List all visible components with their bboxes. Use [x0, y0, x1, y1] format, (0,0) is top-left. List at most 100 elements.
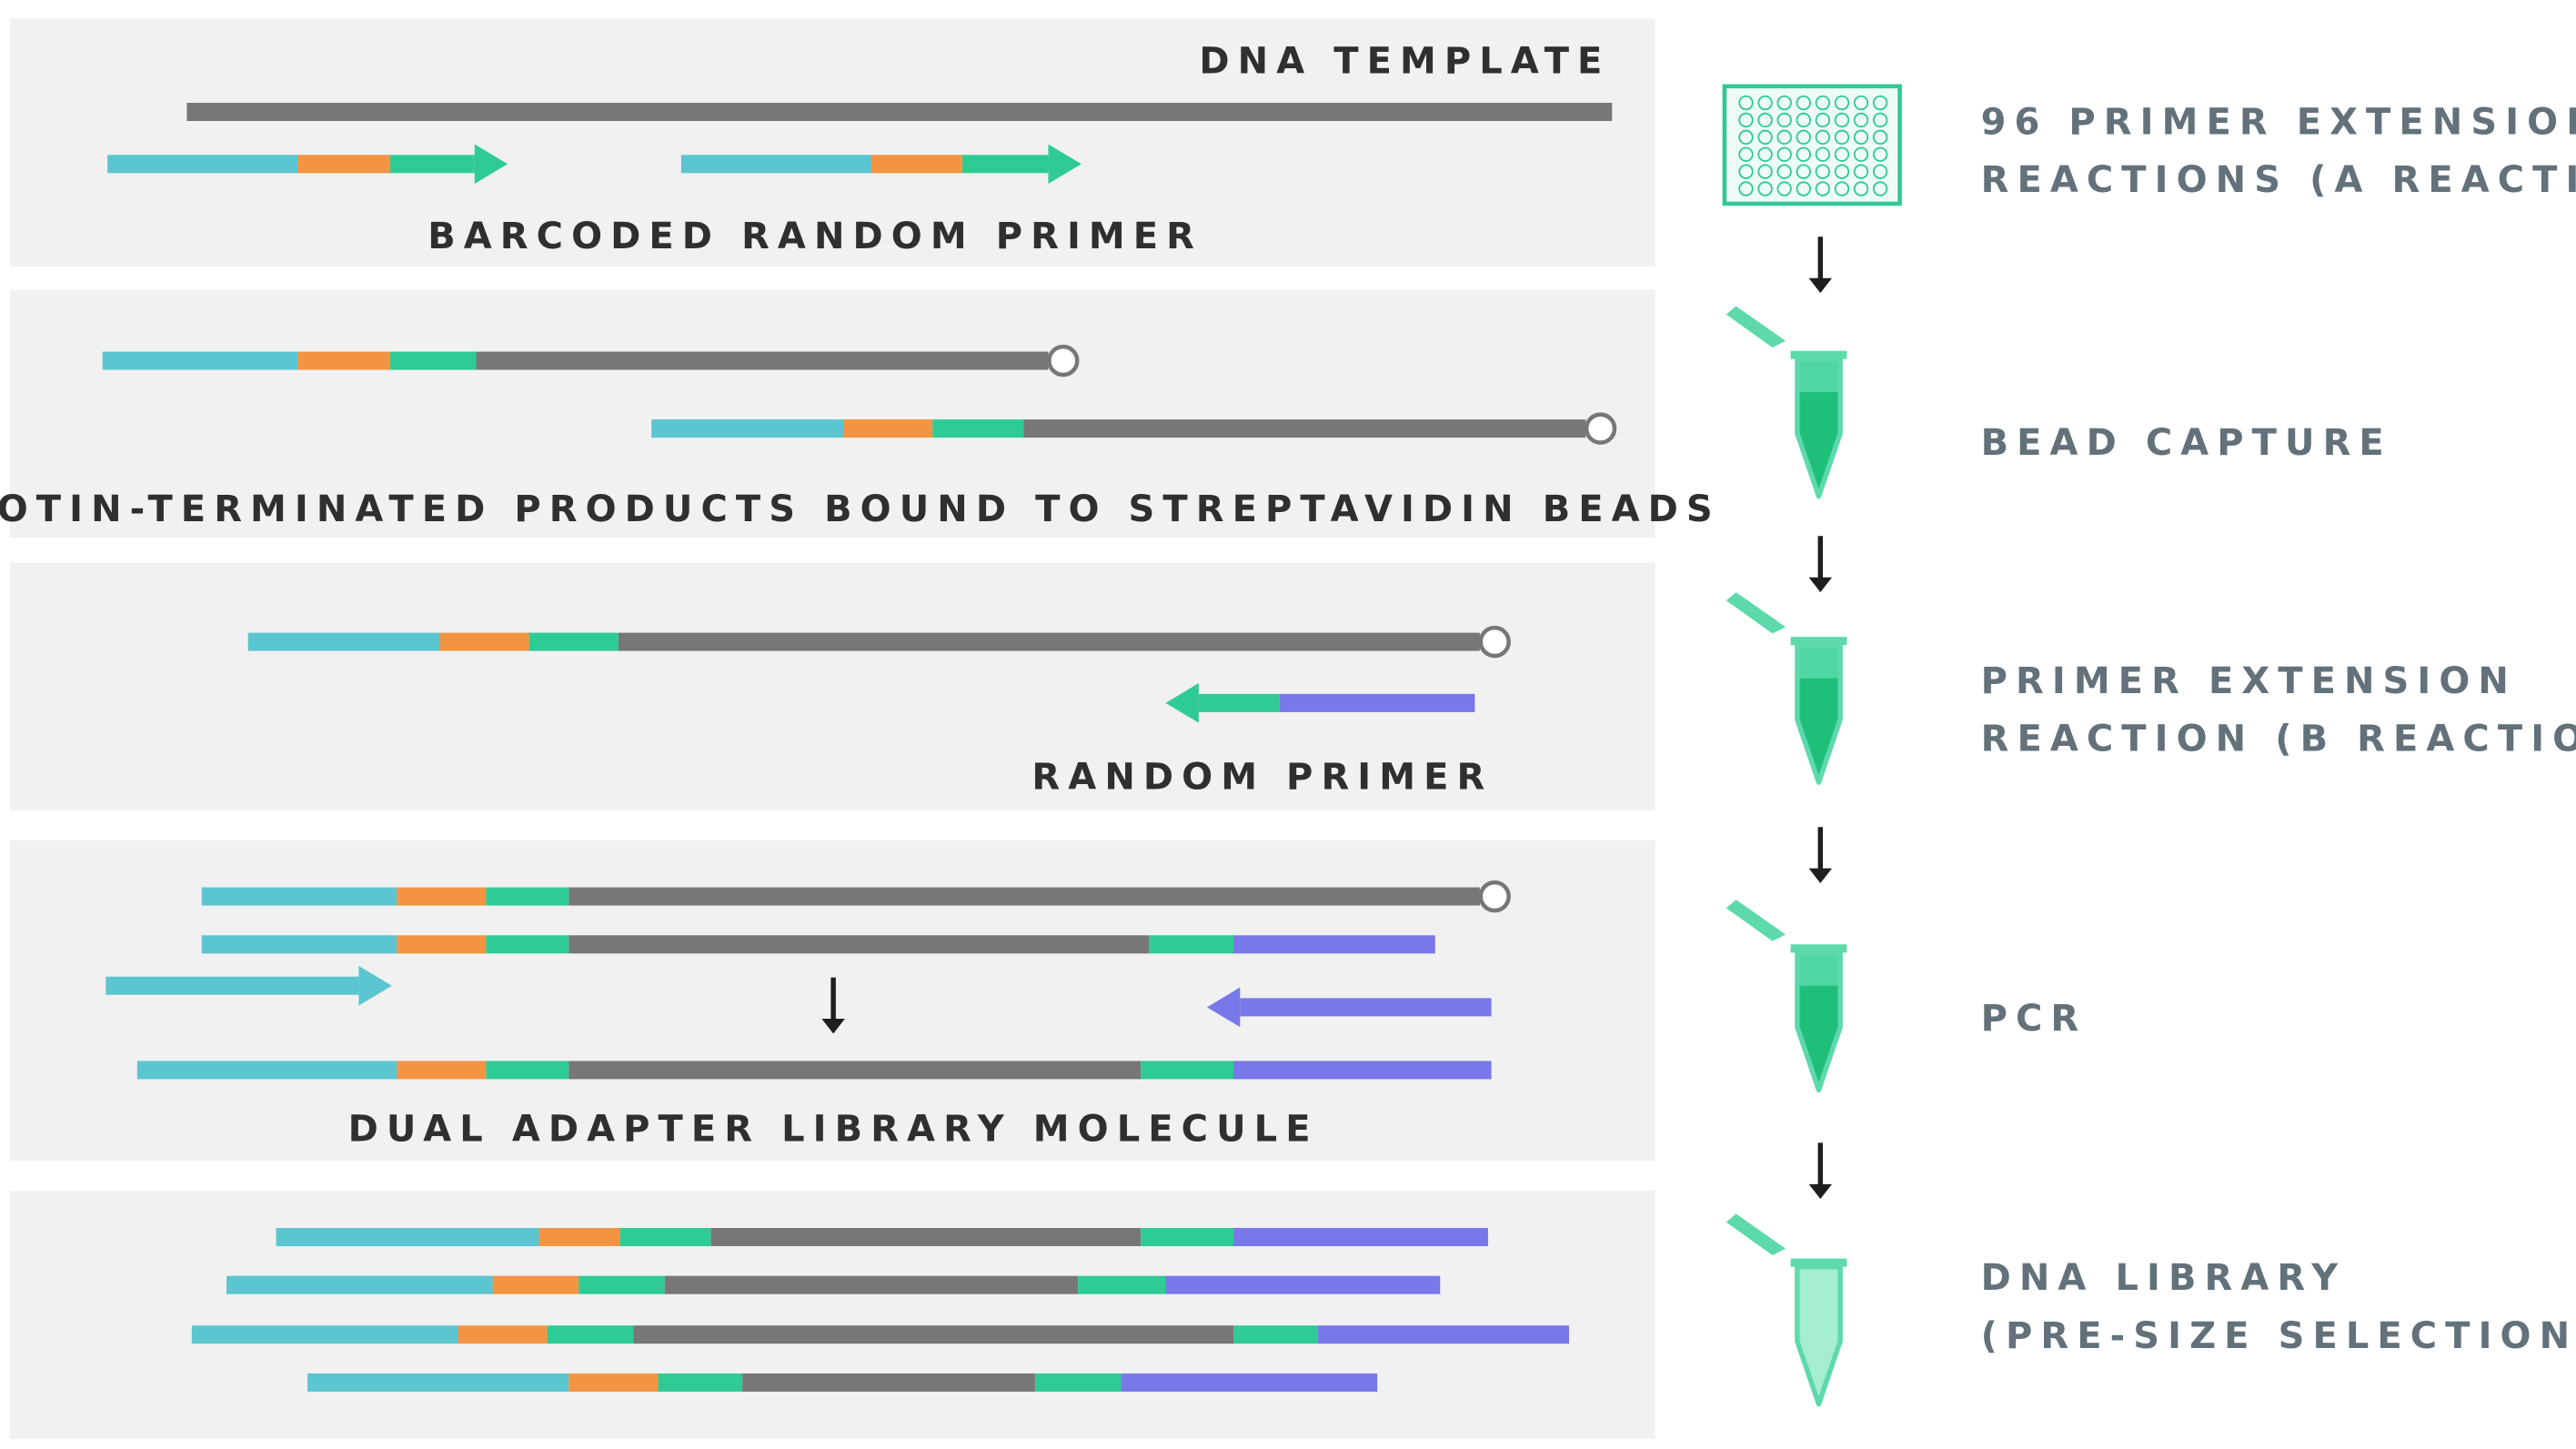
library-molecule-3-segment	[547, 1325, 634, 1344]
plate-well	[1776, 181, 1792, 196]
workflow-arrow-icon-head	[1808, 1183, 1833, 1200]
biotin-product-1-segment	[476, 351, 1049, 370]
biotin-product-1	[102, 351, 1049, 370]
plate-well	[1757, 146, 1773, 162]
dual-adapter-library-molecule-strand-segment	[569, 1061, 1142, 1080]
random-primer-strand-segment	[1279, 693, 1475, 712]
library-molecule-1-segment	[619, 1227, 711, 1246]
workflow-arrow-icon	[1808, 236, 1833, 294]
plate-well	[1872, 95, 1888, 111]
plate-well	[1757, 112, 1773, 128]
workflow-arrow-icon	[1808, 1142, 1833, 1200]
library-molecule-4-segment	[742, 1373, 1035, 1392]
streptavidin-bead-3	[1478, 625, 1511, 659]
dual-adapter-library-molecule-strand-segment	[486, 1061, 569, 1080]
tube-icon-rim	[1790, 637, 1847, 646]
library-molecule-4-segment	[1121, 1373, 1378, 1392]
plate-well	[1738, 112, 1754, 128]
plate-well	[1776, 129, 1792, 146]
plate-well	[1776, 112, 1792, 128]
barcoded-random-primer-1-arrowhead	[474, 144, 508, 185]
pcr-reverse-primer	[1240, 998, 1492, 1017]
label-random-primer: RANDOM PRIMER	[1031, 756, 1493, 798]
pcr-template-strand-1	[201, 887, 1480, 906]
tube-icon-rim	[1790, 944, 1847, 953]
tube-icon	[1726, 592, 1847, 785]
tube-icon-liquid	[1796, 678, 1841, 783]
captured-product-segment	[247, 632, 440, 651]
pcr-reverse-primer-segment	[1240, 998, 1492, 1017]
library-molecule-3-segment	[1317, 1325, 1570, 1344]
pcr-amplify-arrow-icon	[821, 977, 845, 1034]
dual-adapter-library-molecule-strand-segment	[136, 1061, 397, 1080]
plate-well	[1757, 95, 1773, 111]
captured-product-segment	[528, 632, 619, 651]
plate-well	[1815, 112, 1831, 128]
plate-well	[1834, 181, 1850, 196]
plate-well	[1796, 164, 1811, 179]
plate-well	[1834, 95, 1850, 111]
pcr-template-strand-1-segment	[201, 887, 397, 906]
arrows-layer	[821, 236, 1833, 1200]
icons-layer	[1722, 84, 1902, 1407]
plate-well	[1815, 129, 1831, 146]
plate-well	[1757, 164, 1773, 179]
label-dual-adapter-library-molecule: DUAL ADAPTER LIBRARY MOLECULE	[348, 1109, 1319, 1151]
pcr-forward-primer-arrowhead	[358, 965, 392, 1006]
biotin-product-1-segment	[297, 351, 390, 370]
tube-icon-outline	[1795, 950, 1843, 1092]
bead-capture-panel	[9, 289, 1655, 538]
plate-well	[1796, 95, 1811, 111]
tube-icon-lid	[1726, 900, 1786, 941]
plate-well	[1738, 164, 1754, 179]
barcoded-random-primer-2-segment	[961, 155, 1049, 174]
workflow-arrow-icon-head	[1808, 277, 1833, 294]
random-primer-strand	[1198, 693, 1475, 712]
plate-well	[1853, 146, 1869, 162]
step-label-dna-library-line2: (PRE-SIZE SELECTION)	[1981, 1315, 2576, 1357]
pcr-template-strand-2-segment	[201, 935, 397, 954]
label-dna-template: DNA TEMPLATE	[1199, 40, 1610, 82]
plate-well	[1815, 181, 1831, 196]
library-molecule-1-segment	[1233, 1227, 1488, 1246]
dna-template-strand	[186, 103, 1613, 122]
plate-well	[1872, 164, 1888, 179]
pcr-forward-primer-segment	[106, 976, 359, 995]
library-molecule-3-segment	[458, 1325, 548, 1344]
tube-icon-liquid	[1796, 392, 1841, 497]
dna-template-panel	[9, 18, 1655, 267]
workflow-arrow-icon-head	[1808, 577, 1833, 593]
plate-well	[1796, 181, 1811, 196]
plate-well	[1872, 181, 1888, 196]
step-label-primer-extension-line1: PRIMER EXTENSION	[1981, 660, 2517, 702]
workflow-arrow-icon-head	[1808, 868, 1833, 884]
plate-well	[1853, 129, 1869, 146]
tube-icon-rim	[1790, 350, 1847, 359]
streptavidin-bead-4	[1478, 880, 1511, 913]
tube-light-icon-rim	[1790, 1258, 1847, 1267]
tube-icon	[1726, 306, 1847, 499]
pcr-reverse-primer-arrowhead	[1206, 987, 1241, 1028]
plate-well	[1738, 146, 1754, 162]
tube-light-icon	[1726, 1213, 1847, 1407]
barcoded-random-primer-2-segment	[680, 155, 871, 174]
tube-icon-outline	[1795, 642, 1843, 785]
library-molecule-2-segment	[226, 1275, 493, 1294]
tube-icon	[1726, 900, 1847, 1092]
pcr-template-strand-2-segment	[397, 935, 487, 954]
plate-well	[1834, 129, 1850, 146]
captured-product-segment	[439, 632, 529, 651]
plate-well	[1853, 181, 1869, 196]
pcr-template-strand-2-segment	[486, 935, 569, 954]
library-molecule-4-segment	[307, 1373, 569, 1392]
barcoded-random-primer-2	[680, 155, 1049, 174]
plate-well	[1757, 129, 1773, 146]
plate-well	[1776, 95, 1792, 111]
step-label-primer-extension-line2: REACTION (B REACTION)	[1981, 719, 2576, 760]
label-biotin-terminated-products: BIOTIN-TERMINATED PRODUCTS BOUND TO STRE…	[0, 488, 1721, 530]
plate-well	[1796, 112, 1811, 128]
library-molecule-1	[276, 1227, 1488, 1246]
dual-adapter-library-molecule-strand-segment	[1141, 1061, 1234, 1080]
random-primer-strand-segment	[1198, 693, 1280, 712]
